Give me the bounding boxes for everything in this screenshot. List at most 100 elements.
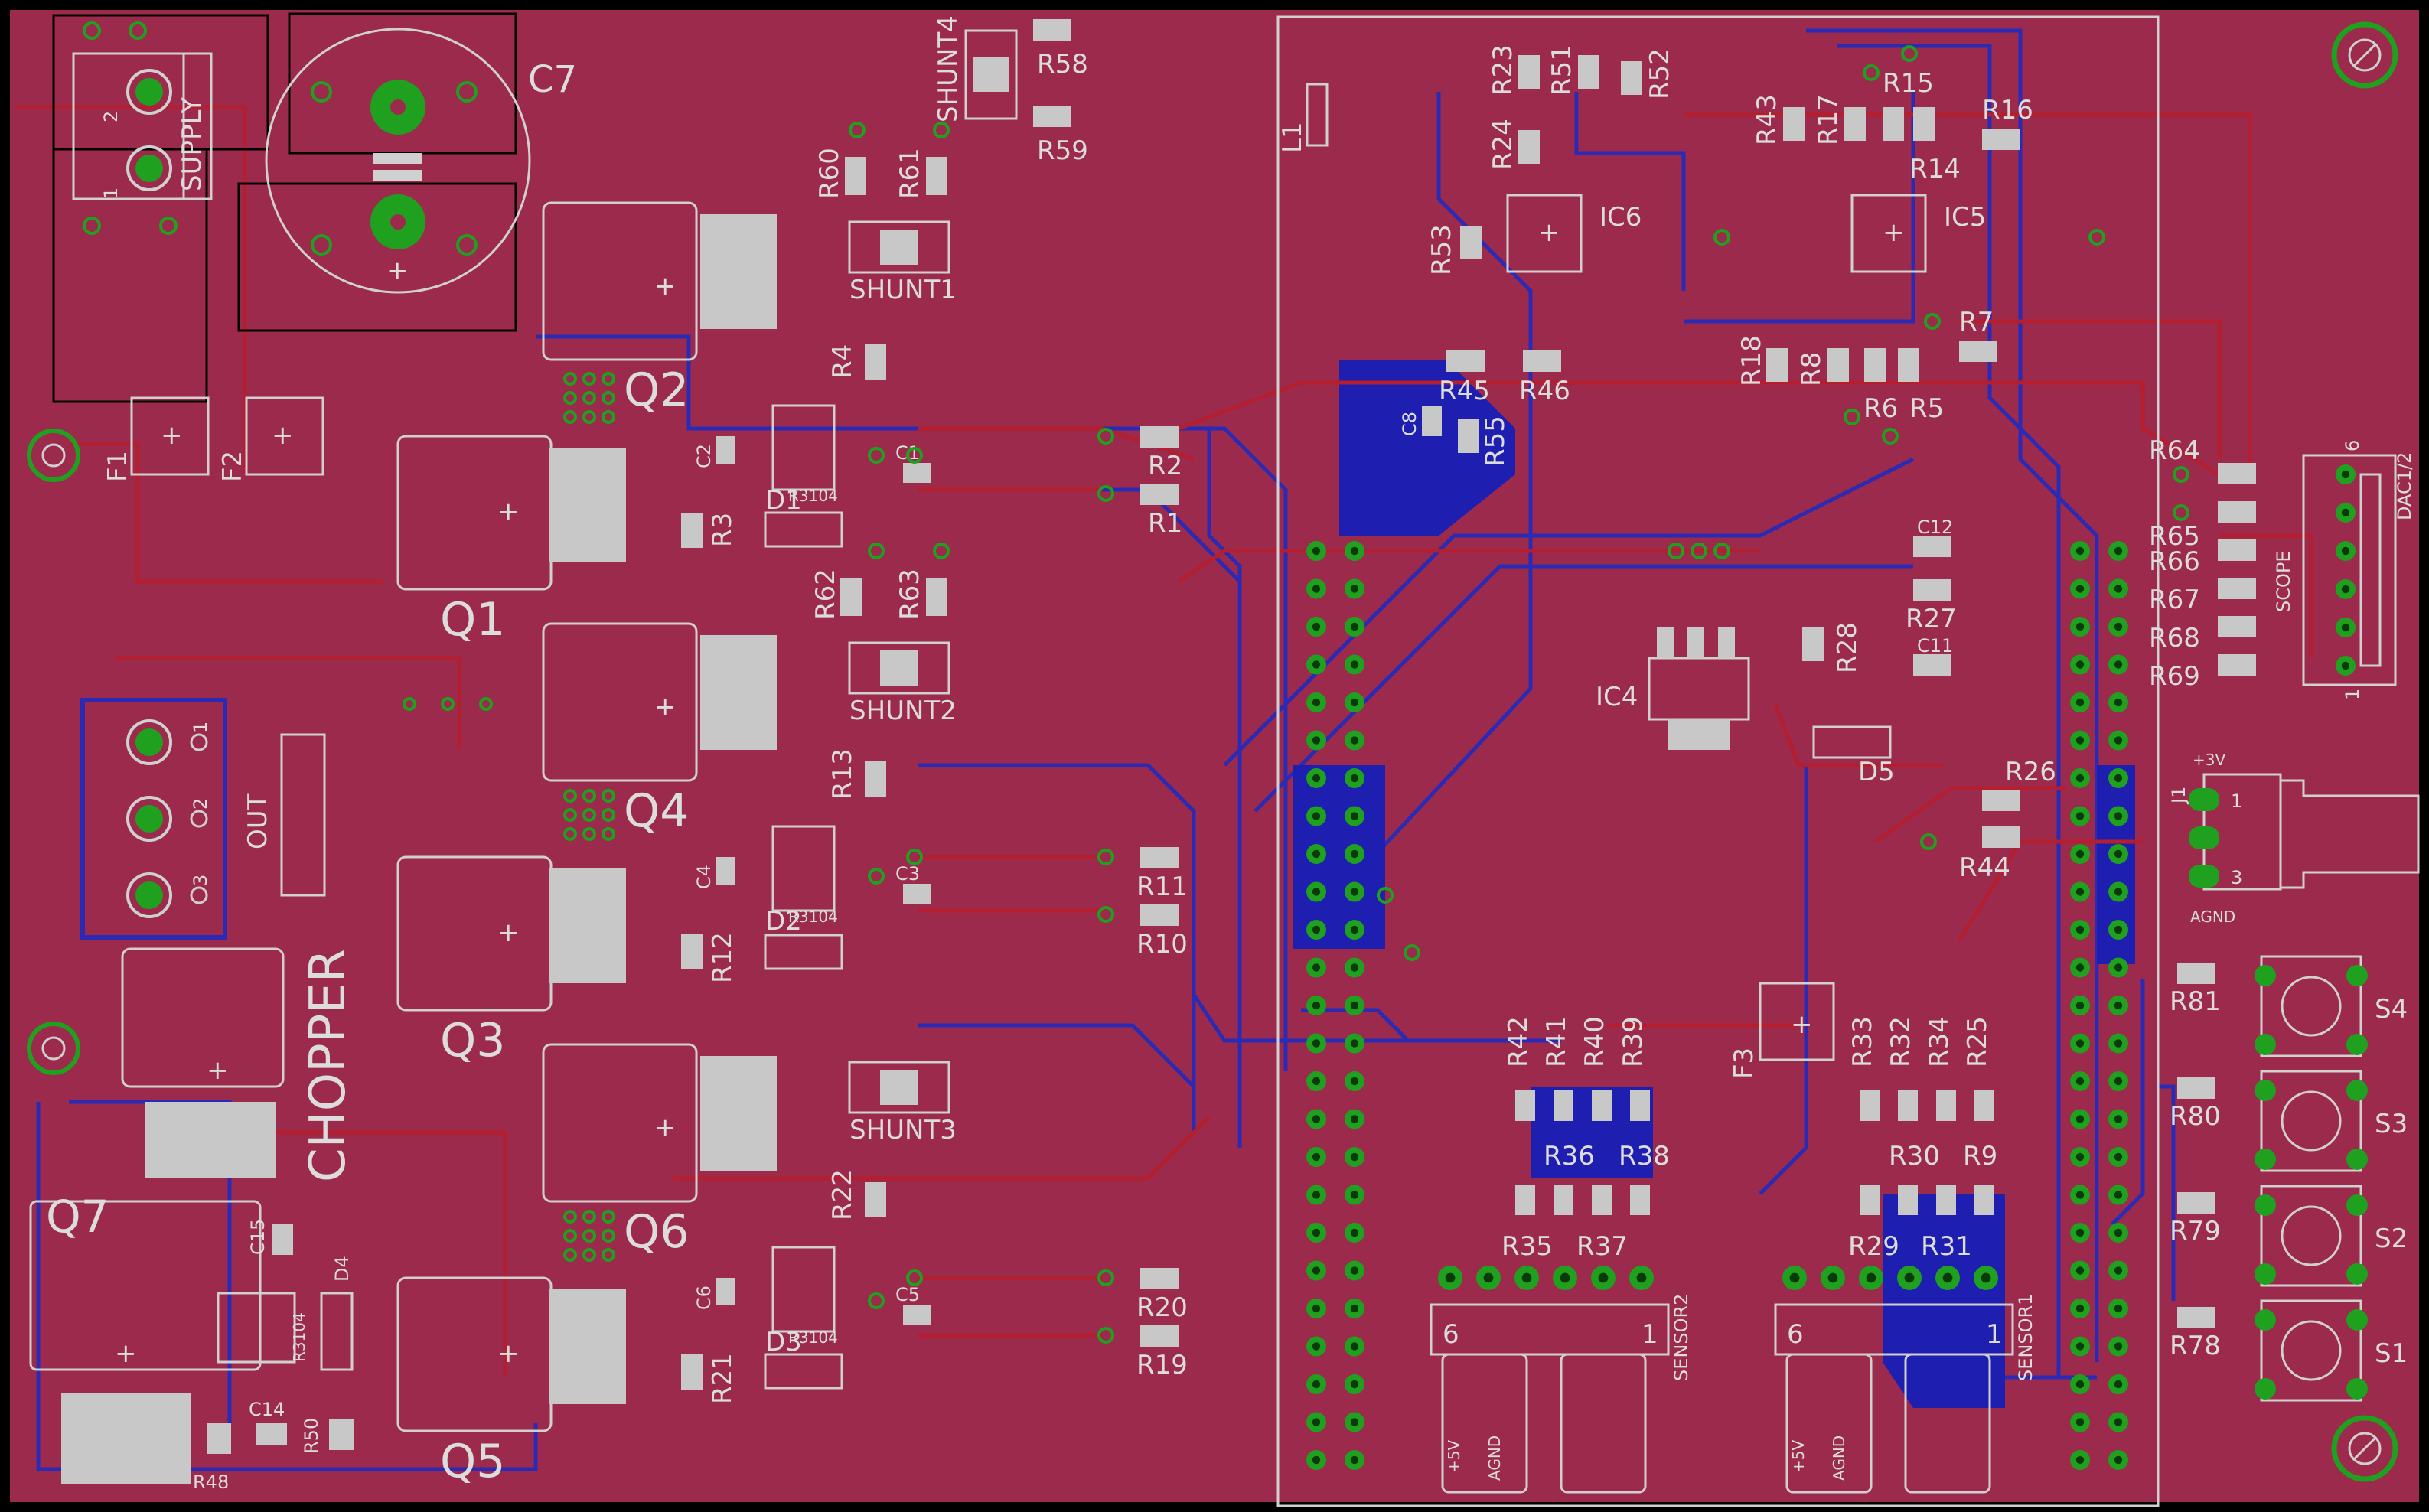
header-pin-hole: [1312, 812, 1321, 820]
q5-mosfet: + Q5: [396, 1276, 626, 1488]
f1-label: F1: [103, 451, 133, 482]
header-pin-hole: [1312, 1418, 1321, 1426]
svg-text:R3104: R3104: [788, 908, 838, 926]
header-pin-hole: [2114, 736, 2123, 745]
via: [2173, 504, 2189, 521]
header-pin-hole: [2114, 1304, 2123, 1313]
via: [1097, 1269, 1114, 1286]
header-pin-hole: [2114, 585, 2123, 593]
r12-resistor: R12: [681, 932, 738, 983]
svg-text:R60: R60: [814, 148, 845, 199]
svg-text:R24: R24: [1488, 119, 1518, 170]
header-pin-hole: [1312, 1001, 1321, 1010]
r20-resistor: R20: [1136, 1268, 1188, 1323]
svg-text:AGND: AGND: [1485, 1435, 1504, 1481]
r58-resistor: R58: [1033, 19, 1088, 80]
svg-text:R68: R68: [2149, 623, 2200, 653]
ic4-regulator: IC4: [1596, 627, 1750, 750]
svg-text:R37: R37: [1576, 1231, 1628, 1262]
r3-resistor: R3: [681, 513, 738, 548]
supply-pin1-label: 1: [100, 187, 122, 199]
c7-label: C7: [528, 58, 577, 101]
svg-text:S1: S1: [2375, 1338, 2408, 1369]
c15-capacitor: C15: [247, 1219, 293, 1255]
header-pin-hole: [2114, 1001, 2123, 1010]
svg-text:3: 3: [2231, 867, 2242, 888]
ic5-opamp: + IC5: [1850, 194, 1986, 273]
r19-resistor: R19: [1136, 1325, 1188, 1380]
r55-resistor: R55: [1458, 415, 1511, 467]
dac-pin-hole: [2341, 623, 2350, 632]
header-pin-hole: [1312, 1455, 1321, 1465]
j1-potentiometer: 1 3 +3V AGND J1: [2168, 751, 2420, 926]
svg-text:D2: D2: [765, 906, 802, 937]
svg-text:R36: R36: [1544, 1141, 1595, 1171]
header-pin-hole: [2075, 1039, 2085, 1048]
sensor1-resistors: R33 R32 R34 R25 R30 R9 R29 R31: [1847, 1016, 1997, 1262]
header-pin-hole: [2114, 963, 2123, 972]
header-pin-hole: [2075, 963, 2085, 972]
svg-text:R17: R17: [1813, 94, 1844, 145]
svg-text:R20: R20: [1136, 1292, 1188, 1323]
sensor1-pin-hole: [1942, 1272, 1953, 1283]
via: [1097, 485, 1114, 502]
r22-resistor: R22: [827, 1169, 886, 1220]
header-pin-hole: [1350, 812, 1359, 820]
svg-text:R3: R3: [707, 513, 738, 547]
header-pin-hole: [1312, 1304, 1321, 1313]
svg-text:R34: R34: [1924, 1016, 1955, 1067]
bottom-copper-pour: [1883, 1194, 2005, 1408]
svg-text:R3104: R3104: [788, 487, 838, 505]
svg-text:R78: R78: [2170, 1331, 2221, 1361]
svg-text:R64: R64: [2149, 435, 2200, 466]
svg-text:C12: C12: [1917, 516, 1953, 538]
header-pin-hole: [1312, 736, 1321, 745]
header-pin-hole: [1350, 774, 1359, 783]
r28-resistor: R28: [1802, 622, 1863, 673]
r7-resistor: R7: [1959, 307, 1997, 362]
r43-resistor: R43: [1752, 94, 1805, 145]
r5-resistor: R5: [1898, 348, 1944, 424]
svg-text:R23: R23: [1488, 44, 1518, 96]
svg-text:R65: R65: [2149, 521, 2200, 552]
via: [1924, 313, 1941, 330]
header-pin-hole: [1350, 925, 1359, 934]
ic-regulator: R3104: [217, 1292, 308, 1364]
svg-text:R55: R55: [1480, 415, 1511, 467]
r2-resistor: R2: [1140, 426, 1182, 481]
via: [2088, 229, 2105, 246]
header-pin-hole: [2114, 698, 2123, 707]
via: [933, 543, 950, 559]
svg-text:R44: R44: [1959, 852, 2010, 883]
svg-text:F3: F3: [1729, 1048, 1759, 1079]
svg-text:SENSOR2: SENSOR2: [1671, 1294, 1692, 1381]
sensor2-pin-hole: [1445, 1272, 1456, 1283]
svg-text:R3104: R3104: [788, 1328, 838, 1347]
header-pin-hole: [2075, 1152, 2085, 1162]
svg-text:R41: R41: [1541, 1016, 1572, 1067]
header-pin-hole: [1350, 1152, 1359, 1162]
out-pin1-label: 1: [190, 722, 211, 733]
r17-resistor: R17: [1813, 94, 1866, 145]
svg-text:SHUNT2: SHUNT2: [849, 696, 957, 726]
header-pin-hole: [2114, 1115, 2123, 1123]
svg-text:C4: C4: [693, 865, 715, 889]
mounting-hole: [27, 429, 80, 482]
header-pin-hole: [1312, 1191, 1321, 1199]
header-pin-hole: [2075, 849, 2085, 859]
c4-capacitor: C4: [693, 857, 735, 889]
via: [1713, 543, 1730, 559]
via: [849, 122, 866, 138]
r62-resistor: R62: [810, 569, 862, 620]
header-pin-hole: [2075, 1266, 2085, 1275]
mounting-hole: [2331, 1415, 2398, 1482]
header-pin-hole: [1350, 1115, 1359, 1123]
via: [868, 447, 885, 464]
svg-text:R61: R61: [895, 148, 925, 199]
svg-text:+: +: [654, 692, 677, 722]
svg-text:1: 1: [1642, 1319, 1658, 1350]
c14-capacitor: C14: [249, 1399, 287, 1445]
chopper-label: CHOPPER: [300, 949, 357, 1182]
r16-resistor: R16: [1982, 95, 2033, 150]
header-pin-hole: [1350, 622, 1359, 631]
